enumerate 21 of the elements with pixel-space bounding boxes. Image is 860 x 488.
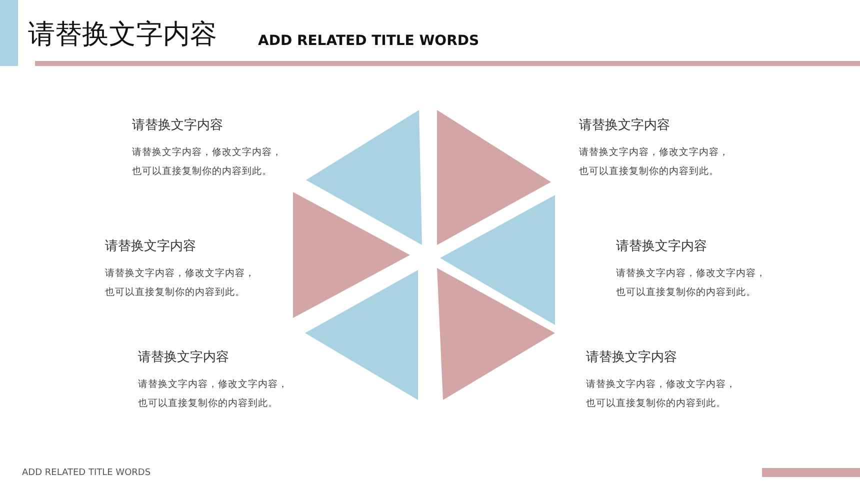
triangle-segment <box>437 268 555 400</box>
item-description: 请替换文字内容，修改文字内容，也可以直接复制你的内容到此。 <box>586 378 737 411</box>
triangle-segment <box>305 270 418 400</box>
triangle-segment <box>440 195 555 325</box>
item-heading: 请替换文字内容 <box>586 349 677 366</box>
item-heading: 请替换文字内容 <box>579 117 670 134</box>
item-description: 请替换文字内容，修改文字内容，也可以直接复制你的内容到此。 <box>138 378 289 411</box>
item-heading: 请替换文字内容 <box>616 238 707 255</box>
item-heading: 请替换文字内容 <box>138 349 229 366</box>
item-description: 请替换文字内容，修改文字内容，也可以直接复制你的内容到此。 <box>105 267 256 300</box>
item-heading: 请替换文字内容 <box>132 117 223 134</box>
triangle-segment <box>437 110 551 245</box>
triangle-segment <box>293 192 410 318</box>
item-description: 请替换文字内容，修改文字内容，也可以直接复制你的内容到此。 <box>579 146 730 179</box>
item-heading: 请替换文字内容 <box>105 238 196 255</box>
item-description: 请替换文字内容，修改文字内容，也可以直接复制你的内容到此。 <box>616 267 767 300</box>
slide-title: 请替换文字内容 <box>28 18 217 52</box>
triangle-segment <box>306 110 422 245</box>
slide-subtitle: ADD RELATED TITLE WORDS <box>258 33 480 49</box>
item-description: 请替换文字内容，修改文字内容，也可以直接复制你的内容到此。 <box>132 146 283 179</box>
footer-text: ADD RELATED TITLE WORDS <box>22 468 151 478</box>
